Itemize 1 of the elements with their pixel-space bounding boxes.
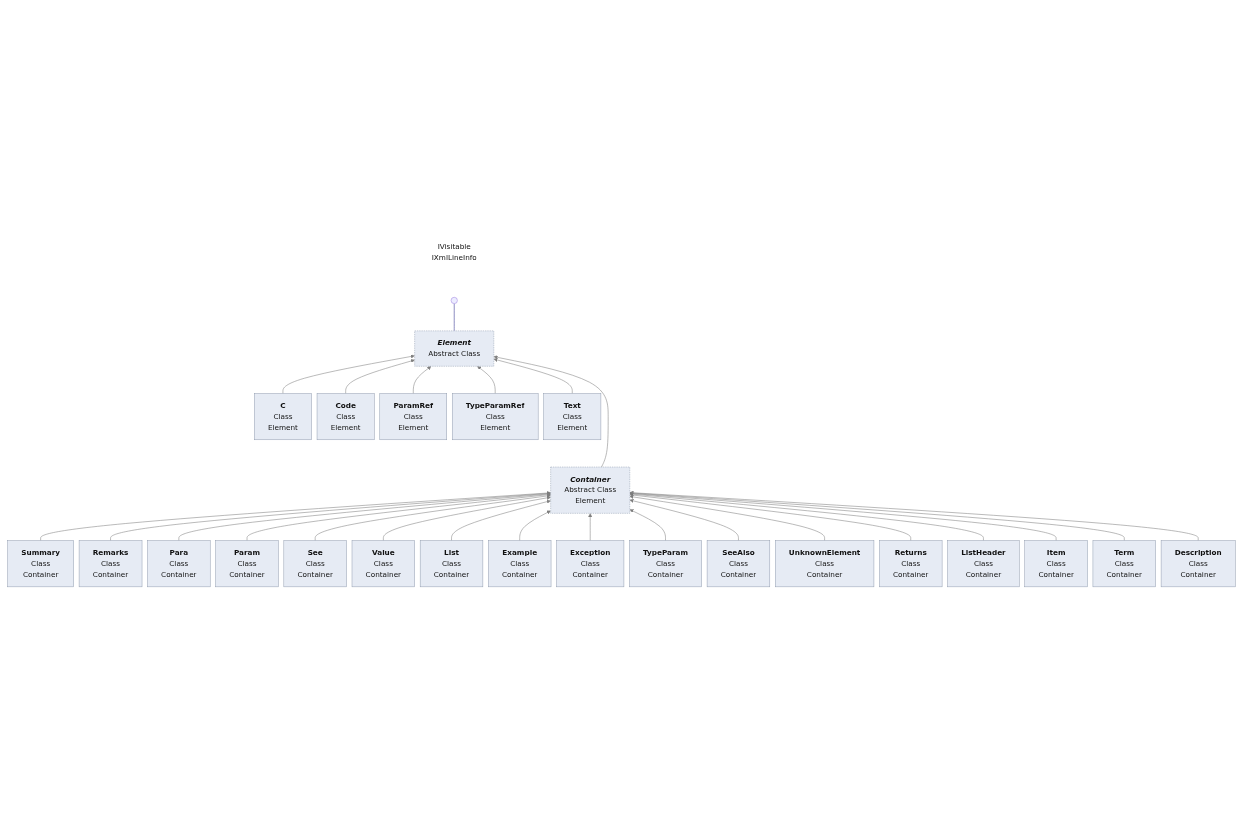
node-circle [450, 297, 458, 305]
